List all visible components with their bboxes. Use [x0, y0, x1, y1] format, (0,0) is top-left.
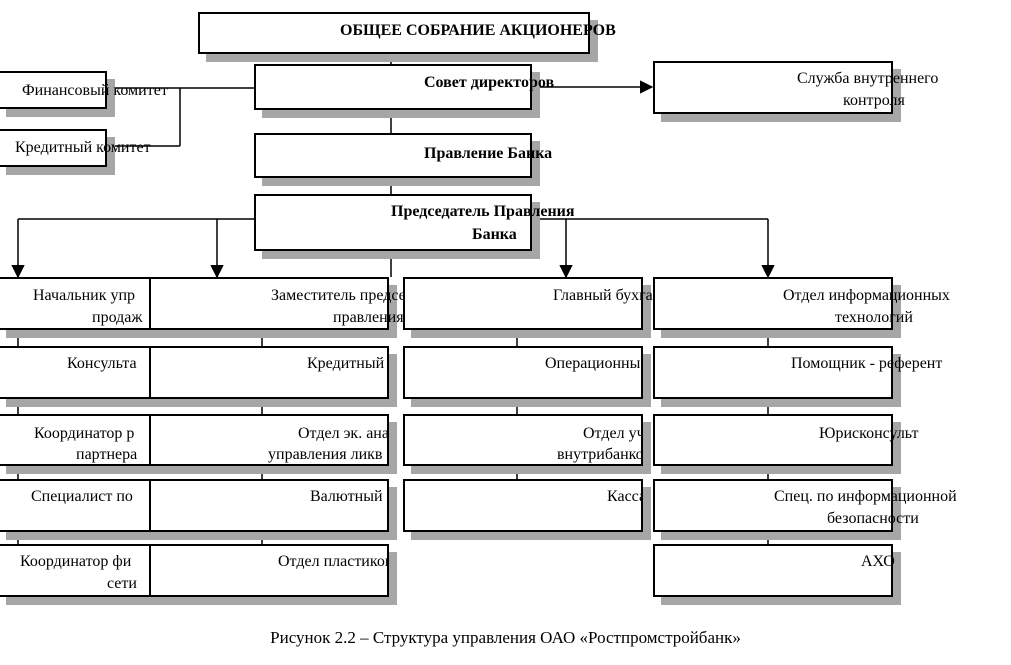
sales-head-box-line-1: Начальник упр	[33, 287, 136, 304]
management-board-box: Правление Банка	[254, 133, 552, 178]
general-assembly-box-line-1: ОБЩЕЕ СОБРАНИЕ АКЦИОНЕРОВ	[340, 22, 616, 39]
it-item-1-box: Помощник - референт	[653, 346, 942, 399]
it-item-3-box-line-2: безопасности	[827, 510, 919, 527]
deputy-item-4-box: Отдел пластиковых карт	[149, 544, 389, 597]
it-head-box-line-2: технологий	[835, 309, 913, 326]
deputy-head-box-line-2: правления	[333, 309, 404, 326]
deputy-item-1-box-line-1: Кредитный о	[307, 355, 389, 372]
sales-item-3-box-line-1: Специалист по	[31, 488, 133, 505]
accountant-item-2-box-line-2: внутрибанко	[557, 446, 643, 463]
sales-item-2-box-line-2: партнера	[76, 446, 138, 463]
sales-item-2-box-line-1: Координатор р	[34, 425, 135, 442]
deputy-item-2-box-line-1: Отдел эк. ана	[298, 425, 389, 442]
credit-committee-box: Кредитный комитет	[0, 129, 151, 167]
sales-item-1-box-line-1: Консульта	[67, 355, 137, 372]
accountant-item-2-box: Отдел уч внутрибанко	[403, 414, 643, 466]
it-item-2-box-line-1: Юрисконсульт	[819, 425, 919, 442]
credit-committee-box-line-1: Кредитный комитет	[15, 139, 151, 156]
internal-control-box: Служба внутреннего контроля	[653, 61, 938, 114]
it-item-4-box: АХО	[653, 544, 895, 597]
chairman-box-line-1: Председатель Правления	[391, 203, 575, 220]
sales-item-3-box: Специалист по	[0, 479, 153, 532]
accountant-item-3-box-line-1: Касса	[607, 488, 643, 505]
board-of-directors-box-line-1: Совет директоров	[424, 74, 555, 91]
sales-item-4-box-line-1: Координатор фи	[20, 553, 132, 570]
accountant-item-2-box-line-1: Отдел уч	[583, 425, 643, 442]
it-item-4-box-line-1: АХО	[861, 553, 895, 570]
accountant-head-box: Главный бухгалтер	[403, 277, 683, 330]
it-item-2-box: Юрисконсульт	[653, 414, 918, 466]
chairman-box-line-2: Банка	[472, 226, 517, 243]
sales-item-4-box: Координатор фи сети	[0, 544, 153, 597]
deputy-item-3-box: Валютный о	[149, 479, 389, 532]
it-item-1-box-line-1: Помощник - референт	[791, 355, 943, 372]
deputy-item-3-box-line-1: Валютный о	[310, 488, 389, 505]
sales-head-box: Начальник упр продаж	[0, 277, 153, 330]
board-of-directors-box: Совет директоров	[254, 64, 554, 110]
sales-item-2-box: Координатор р партнера	[0, 414, 153, 466]
it-head-box: Отдел информационных технологий	[653, 277, 950, 330]
financial-committee-box-line-1: Финансовый комитет	[22, 82, 168, 99]
management-board-box-line-1: Правление Банка	[424, 145, 553, 162]
internal-control-box-line-1: Служба внутреннего	[797, 70, 939, 87]
sales-item-1-box: Консульта	[0, 346, 153, 399]
figure-caption: Рисунок 2.2 – Структура управления ОАО «…	[270, 628, 741, 647]
deputy-item-4-box-line-1: Отдел пластиковых карт	[278, 553, 387, 570]
deputy-item-2-box-line-2: управления ликв	[268, 446, 383, 463]
accountant-item-3-box: Касса	[403, 479, 643, 532]
it-item-3-box: Спец. по информационной безопасности	[653, 479, 957, 532]
sales-item-4-box-line-2: сети	[107, 575, 137, 592]
deputy-item-1-box: Кредитный о	[149, 346, 389, 399]
general-assembly-box: ОБЩЕЕ СОБРАНИЕ АКЦИОНЕРОВ	[198, 12, 616, 54]
it-item-3-box-line-1: Спец. по информационной	[774, 488, 957, 505]
accountant-item-1-box-line-1: Операционны	[545, 355, 641, 372]
accountant-head-box-line-1: Главный бухгалтер	[553, 287, 683, 304]
accountant-item-1-box: Операционны	[403, 346, 643, 399]
sales-head-box-line-2: продаж	[92, 309, 143, 326]
it-head-box-line-1: Отдел информационных	[783, 287, 950, 304]
financial-committee-box: Финансовый комитет	[0, 71, 168, 109]
internal-control-box-line-2: контроля	[843, 92, 905, 109]
deputy-item-2-box: Отдел эк. ана управления ликв	[149, 414, 389, 466]
